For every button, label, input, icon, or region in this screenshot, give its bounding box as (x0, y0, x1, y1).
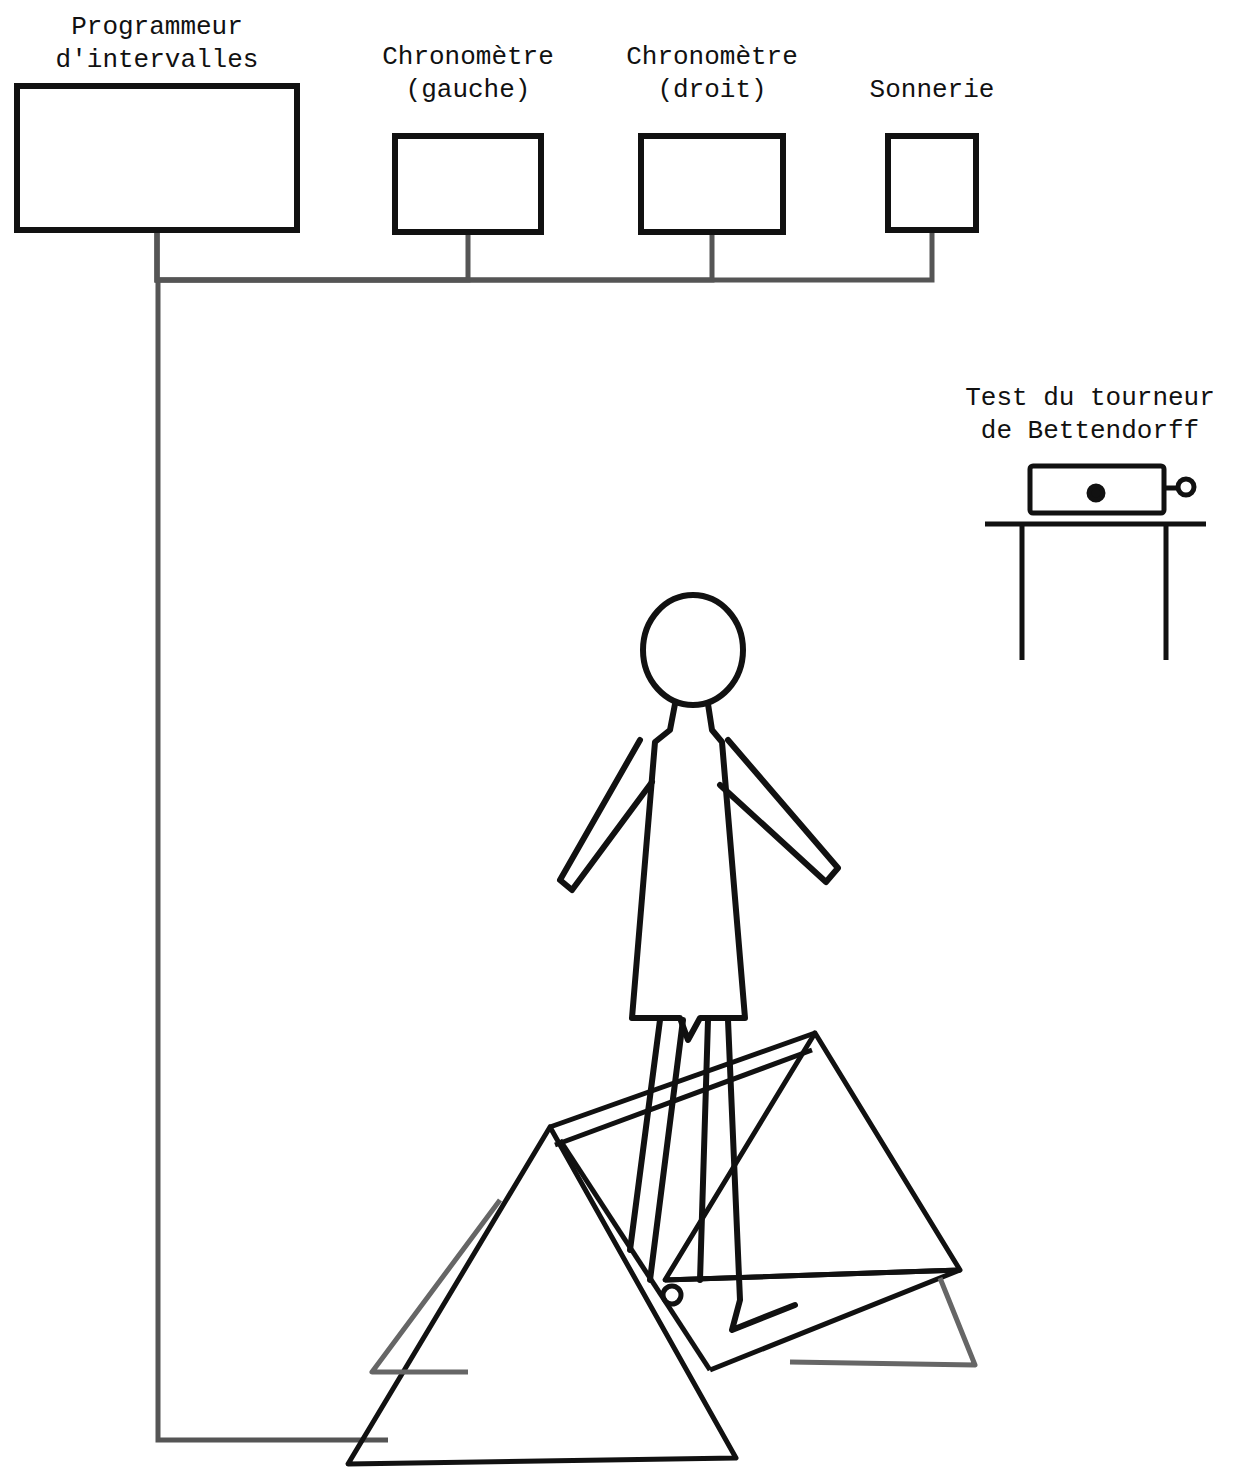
left-timer-box: Chronomètre (gauche) (392, 133, 544, 235)
tilting-platform (348, 1033, 960, 1464)
interval-programmer-box: Programmeur d'intervalles (14, 83, 300, 233)
bettendorff-table (985, 466, 1206, 660)
device-label: Sonnerie (842, 74, 1022, 107)
device-label: Programmeur d'intervalles (37, 11, 277, 77)
right-timer-box: Chronomètre (droit) (638, 133, 786, 235)
platform-base (372, 1200, 975, 1372)
bus-wire (157, 233, 468, 280)
apparatus-label: Test du tourneur de Bettendorff (950, 382, 1230, 448)
platform-wire (158, 280, 388, 1440)
bell-box: Sonnerie (885, 133, 979, 233)
device-label: Chronomètre (gauche) (358, 41, 578, 107)
device-label: Chronomètre (droit) (602, 41, 822, 107)
bus-wire (157, 233, 932, 280)
bus-wire (157, 233, 712, 280)
